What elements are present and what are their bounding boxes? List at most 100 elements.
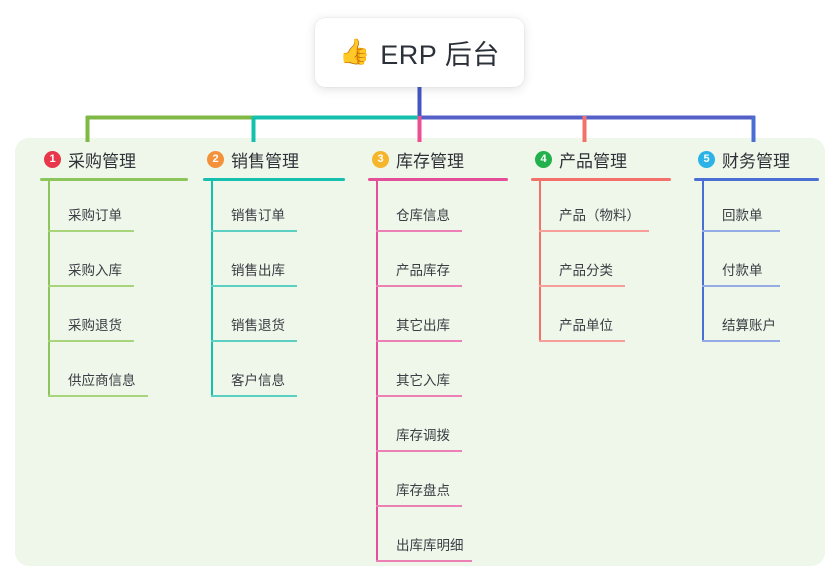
module-item-underline <box>211 395 297 397</box>
module-item-underline <box>376 285 462 287</box>
module-item-label: 销售出库 <box>231 263 285 278</box>
module-item-underline <box>539 285 625 287</box>
thumbs-up-icon: 👍 <box>339 38 371 66</box>
module-item-underline <box>211 230 297 232</box>
module-item-list-2: 销售订单销售出库销售退货客户信息 <box>203 181 345 401</box>
module-item[interactable]: 产品（物料） <box>531 181 671 236</box>
module-title-3: 库存管理 <box>396 151 464 171</box>
module-header-1[interactable]: 1 采购管理 <box>40 146 188 172</box>
module-item-underline <box>48 285 134 287</box>
module-item-underline <box>539 340 625 342</box>
module-item-underline <box>702 340 780 342</box>
module-header-4[interactable]: 4 产品管理 <box>531 146 671 172</box>
module-item-label: 采购订单 <box>68 208 122 223</box>
module-item-label: 客户信息 <box>231 373 285 388</box>
module-item[interactable]: 采购入库 <box>40 236 188 291</box>
module-item[interactable]: 销售订单 <box>203 181 345 236</box>
module-item[interactable]: 产品库存 <box>368 236 508 291</box>
module-item[interactable]: 其它出库 <box>368 291 508 346</box>
module-item[interactable]: 销售退货 <box>203 291 345 346</box>
module-item[interactable]: 产品分类 <box>531 236 671 291</box>
module-item-label: 产品（物料） <box>559 208 640 223</box>
module-item-label: 采购退货 <box>68 318 122 333</box>
module-badge-2: 2 <box>207 150 224 168</box>
module-item-underline <box>48 230 134 232</box>
module-item-label: 产品库存 <box>396 263 450 278</box>
module-item-label: 采购入库 <box>68 263 122 278</box>
module-column-1: 1 采购管理采购订单采购入库采购退货供应商信息 <box>40 146 188 401</box>
module-spine-5 <box>702 181 704 342</box>
module-item-label: 仓库信息 <box>396 208 450 223</box>
root-title: ERP 后台 <box>380 40 500 70</box>
module-item[interactable]: 其它入库 <box>368 346 508 401</box>
module-item-label: 其它出库 <box>396 318 450 333</box>
module-item-list-3: 仓库信息产品库存其它出库其它入库库存调拨库存盘点出库库明细 <box>368 181 508 566</box>
module-item-underline <box>539 230 649 232</box>
module-column-2: 2 销售管理销售订单销售出库销售退货客户信息 <box>203 146 345 401</box>
module-item-label: 结算账户 <box>722 318 776 333</box>
module-item[interactable]: 采购退货 <box>40 291 188 346</box>
module-item-underline <box>702 230 780 232</box>
module-item-list-1: 采购订单采购入库采购退货供应商信息 <box>40 181 188 401</box>
module-item-underline <box>48 395 148 397</box>
module-column-3: 3 库存管理仓库信息产品库存其它出库其它入库库存调拨库存盘点出库库明细 <box>368 146 508 566</box>
module-item-label: 库存调拨 <box>396 428 450 443</box>
module-spine-4 <box>539 181 541 342</box>
module-item-label: 库存盘点 <box>396 483 450 498</box>
module-title-5: 财务管理 <box>722 151 790 171</box>
module-badge-4: 4 <box>535 150 552 168</box>
module-spine-2 <box>211 181 213 397</box>
module-item-label: 付款单 <box>722 263 763 278</box>
module-item-list-5: 回款单付款单结算账户 <box>694 181 819 346</box>
module-item[interactable]: 回款单 <box>694 181 819 236</box>
module-item-list-4: 产品（物料） 产品分类产品单位 <box>531 181 671 346</box>
module-item[interactable]: 库存调拨 <box>368 401 508 456</box>
module-item[interactable]: 仓库信息 <box>368 181 508 236</box>
module-item-underline <box>376 395 462 397</box>
module-item-label: 回款单 <box>722 208 763 223</box>
module-badge-1: 1 <box>44 150 61 168</box>
module-item[interactable]: 产品单位 <box>531 291 671 346</box>
module-spine-1 <box>48 181 50 397</box>
module-title-2: 销售管理 <box>231 151 299 171</box>
module-item[interactable]: 销售出库 <box>203 236 345 291</box>
module-item[interactable]: 库存盘点 <box>368 456 508 511</box>
module-item[interactable]: 客户信息 <box>203 346 345 401</box>
module-item-underline <box>376 505 462 507</box>
module-spine-3 <box>376 181 378 562</box>
module-item-label: 其它入库 <box>396 373 450 388</box>
module-badge-3: 3 <box>372 150 389 168</box>
module-item[interactable]: 付款单 <box>694 236 819 291</box>
module-item[interactable]: 结算账户 <box>694 291 819 346</box>
module-item[interactable]: 出库库明细 <box>368 511 508 566</box>
root-node[interactable]: 👍 ERP 后台 <box>315 18 524 87</box>
module-item-underline <box>376 450 462 452</box>
module-item-label: 供应商信息 <box>68 373 136 388</box>
module-item-label: 产品单位 <box>559 318 613 333</box>
module-underline-2 <box>203 178 345 181</box>
module-item-underline <box>376 230 462 232</box>
module-column-4: 4 产品管理产品（物料） 产品分类产品单位 <box>531 146 671 346</box>
module-item-underline <box>376 340 462 342</box>
module-item-underline <box>702 285 780 287</box>
module-title-4: 产品管理 <box>559 151 627 171</box>
module-item-label: 产品分类 <box>559 263 613 278</box>
modules-panel <box>15 138 825 566</box>
module-item-label: 出库库明细 <box>396 538 464 553</box>
module-item-underline <box>211 285 297 287</box>
module-item-label: 销售订单 <box>231 208 285 223</box>
module-underline-5 <box>694 178 819 181</box>
module-underline-3 <box>368 178 508 181</box>
module-item-underline <box>48 340 134 342</box>
module-item-underline <box>211 340 297 342</box>
module-item-underline <box>376 560 472 562</box>
module-header-2[interactable]: 2 销售管理 <box>203 146 345 172</box>
module-item[interactable]: 采购订单 <box>40 181 188 236</box>
module-title-1: 采购管理 <box>68 151 136 171</box>
module-item[interactable]: 供应商信息 <box>40 346 188 401</box>
module-header-3[interactable]: 3 库存管理 <box>368 146 508 172</box>
module-item-label: 销售退货 <box>231 318 285 333</box>
